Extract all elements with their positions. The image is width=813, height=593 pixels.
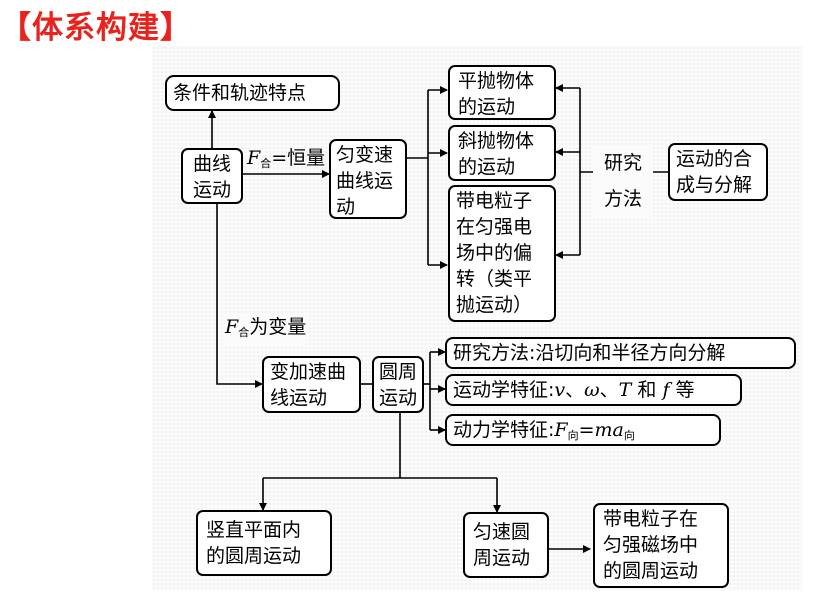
kinematic-prefix: 运动学特征: (453, 379, 555, 401)
node-uniform-accel-curve: 匀变速 曲线运动 (329, 139, 407, 219)
label-research-method: 研究 方法 (593, 145, 653, 217)
node-curve-traits: 条件和轨迹特点 (165, 75, 340, 111)
kinematic-sep1: 、 (565, 379, 585, 401)
label-force-var-subscript: 合 (238, 326, 250, 339)
dynamic-F: F (554, 419, 568, 441)
label-force-var-symbol: F (225, 316, 239, 338)
node-horizontal-projectile: 平抛物体 的运动 (448, 65, 556, 120)
kinematic-suffix: 等 (669, 379, 695, 401)
node-uniform-circular: 匀速圆 周运动 (463, 512, 549, 578)
dynamic-ma: ma (594, 419, 624, 441)
node-charged-deflection: 带电粒子 在匀强电 场中的偏 转（类平 抛运动） (448, 185, 556, 322)
label-force-constant-text: =恒量 (271, 147, 326, 169)
dynamic-prefix: 动力学特征: (453, 419, 555, 441)
node-kinematic-features: 运动学特征:v、ω、T 和 f 等 (445, 374, 742, 406)
label-force-variable: F合为变量 (225, 315, 307, 345)
node-oblique-projectile: 斜抛物体 的运动 (448, 125, 556, 181)
page-title: 【体系构建】 (0, 10, 192, 46)
dynamic-sub2: 向 (623, 429, 635, 442)
dynamic-eq: = (578, 419, 595, 441)
kinematic-f: f (662, 379, 670, 401)
label-force-symbol: F (247, 147, 261, 169)
node-vertical-circular: 竖直平面内 的圆周运动 (196, 510, 332, 576)
label-force-subscript: 合 (260, 157, 272, 170)
kinematic-T: T (618, 379, 632, 401)
node-variable-accel-curve: 变加速曲 线运动 (262, 356, 361, 413)
kinematic-sep2: 、 (599, 379, 619, 401)
node-circular-motion: 圆周 运动 (372, 356, 424, 413)
kinematic-v: v (554, 379, 566, 401)
kinematic-and: 和 (631, 379, 663, 401)
node-magnetic-circular: 带电粒子在 匀强磁场中 的圆周运动 (593, 503, 729, 588)
kinematic-omega: ω (584, 379, 600, 401)
node-dynamic-features: 动力学特征:F向=ma向 (445, 414, 721, 446)
label-force-constant: F合=恒量 (247, 146, 325, 176)
node-curvilinear-motion: 曲线 运动 (181, 148, 243, 204)
label-force-variable-text: 为变量 (249, 316, 307, 338)
arrow-curve-to-variable-accel (216, 203, 263, 388)
dynamic-sub1: 向 (567, 429, 579, 442)
node-method-detail: 研究方法:沿切向和半径方向分解 (445, 337, 796, 369)
node-composition-decomposition: 运动的合 成与分解 (668, 143, 768, 201)
